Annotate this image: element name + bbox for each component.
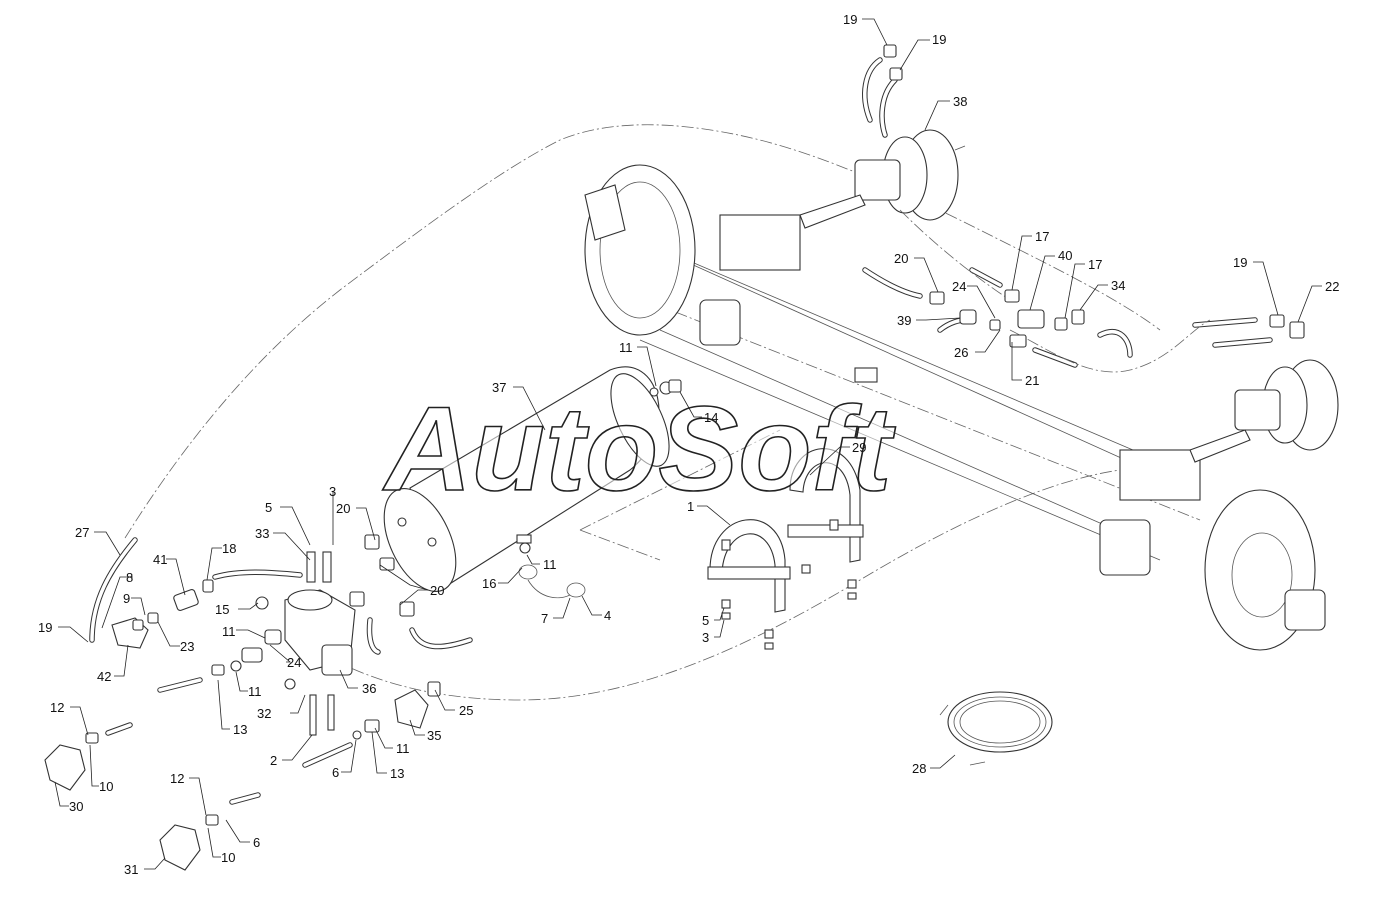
- callout: 17: [1035, 229, 1049, 244]
- callout: 19: [932, 32, 946, 47]
- callout: 5: [265, 500, 272, 515]
- callout: 30: [69, 799, 83, 814]
- callout: 38: [953, 94, 967, 109]
- leader-lines: [54, 18, 1322, 870]
- callout: 9: [123, 591, 130, 606]
- callout: 31: [124, 862, 138, 877]
- callout: 20: [894, 251, 908, 266]
- callout: 20: [336, 501, 350, 516]
- callout: 27: [75, 525, 89, 540]
- callout: 20: [430, 583, 444, 598]
- callout: 41: [153, 552, 167, 567]
- callout: 22: [1325, 279, 1339, 294]
- coupling-heads: [44, 744, 201, 871]
- brake-chamber-upper: [799, 129, 966, 229]
- chassis-outline: [124, 124, 1161, 701]
- watermark: AutoSoft: [382, 382, 897, 516]
- axle-assembly: [584, 164, 1326, 651]
- callout: 5: [702, 613, 709, 628]
- callout: 42: [97, 669, 111, 684]
- fittings: [85, 44, 1305, 826]
- callout: 11: [396, 741, 410, 756]
- callout: 8: [126, 570, 133, 585]
- callout: 3: [329, 484, 336, 499]
- callout: 36: [362, 681, 376, 696]
- callout: 15: [215, 602, 229, 617]
- callout: 33: [255, 526, 269, 541]
- callout: 3: [702, 630, 709, 645]
- callout: 10: [221, 850, 235, 865]
- callout: 11: [222, 624, 236, 639]
- callout: 35: [427, 728, 441, 743]
- callout: 7: [541, 611, 548, 626]
- air-lines: [89, 57, 1273, 805]
- callout: 26: [954, 345, 968, 360]
- callout: 11: [248, 684, 262, 699]
- callout: 29: [852, 440, 866, 455]
- callout: 13: [233, 722, 247, 737]
- callout: 16: [482, 576, 496, 591]
- callout: 11: [543, 557, 557, 572]
- callout: 37: [492, 380, 506, 395]
- air-tank: [383, 366, 673, 592]
- callout: 28: [912, 761, 926, 776]
- callout: 6: [332, 765, 339, 780]
- callout: 24: [287, 655, 301, 670]
- callout: 1: [687, 499, 694, 514]
- callout: 24: [952, 279, 966, 294]
- callout: 23: [180, 639, 194, 654]
- tube-coil: [939, 691, 1053, 766]
- callout: 40: [1058, 248, 1072, 263]
- callouts: 19 19 38 17 20 40 17 19 22 34 24 39 26 2…: [38, 12, 1339, 877]
- callout: 39: [897, 313, 911, 328]
- callout: 21: [1025, 373, 1039, 388]
- callout: 12: [50, 700, 64, 715]
- callout: 10: [99, 779, 113, 794]
- callout: 12: [170, 771, 184, 786]
- callout: 13: [390, 766, 404, 781]
- callout: 4: [604, 608, 611, 623]
- callout: 17: [1088, 257, 1102, 272]
- callout: 34: [1111, 278, 1125, 293]
- brake-chamber-right: [1189, 359, 1339, 463]
- callout: 25: [459, 703, 473, 718]
- callout: 19: [38, 620, 52, 635]
- relay-valve: [284, 589, 356, 676]
- callout: 19: [843, 12, 857, 27]
- callout: 2: [270, 753, 277, 768]
- callout: 6: [253, 835, 260, 850]
- callout: 32: [257, 706, 271, 721]
- callout: 19: [1233, 255, 1247, 270]
- callout: 14: [704, 410, 718, 425]
- callout: 18: [222, 541, 236, 556]
- callout: 11: [619, 340, 633, 355]
